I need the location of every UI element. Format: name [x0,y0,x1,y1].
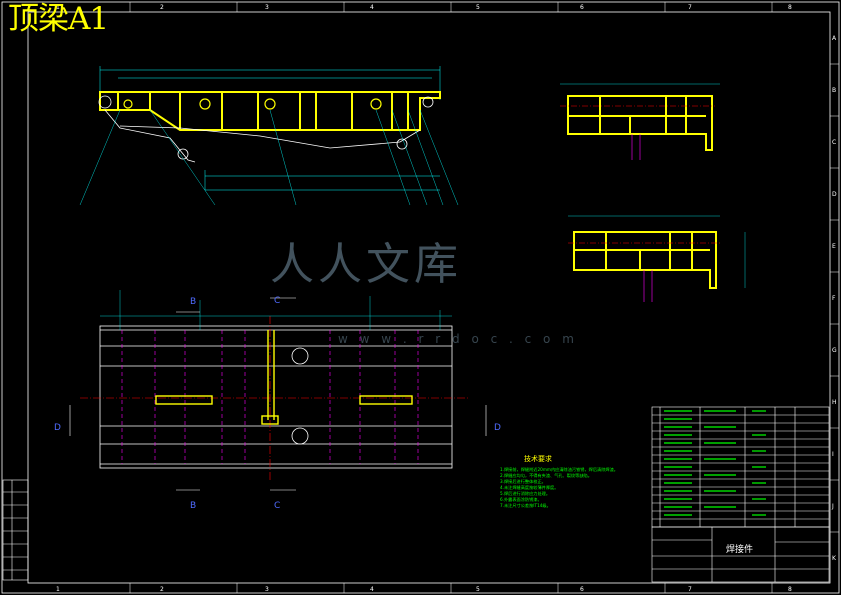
zone-col-8: 8 [788,4,792,11]
watermark-url: w w w . r r d o c . c o m [338,332,578,346]
plan-view [69,290,487,491]
title-block [651,526,830,583]
left-stamp-block [2,479,29,581]
zone-col-6b: 6 [580,586,584,593]
tech-note-line: 1.焊接前，焊缝附近20mm内应清除油污铁锈，焊后清除焊渣。 [500,467,618,472]
tech-note-line: 3.焊接后进行整体校正。 [500,479,546,484]
tech-note-line: 7.未注尺寸公差按IT14级。 [500,503,551,508]
section-labels: B C B C D D [54,296,501,511]
section-top-right [560,83,720,160]
zone-row-label: D [832,191,837,198]
zone-col-1b: 1 [56,586,60,593]
parts-list-text [664,410,766,516]
zone-col-4b: 4 [370,586,374,593]
zone-row-label: F [832,295,836,302]
elevation-view [79,66,459,206]
zone-row-label: H [832,399,837,406]
tech-note-line: 6.外露表面涂防锈漆。 [500,497,542,502]
tech-note-line: 2.焊缝应均匀，不得有夹渣、气孔、裂纹等缺陷。 [500,473,592,478]
zone-row-label: C [832,139,836,146]
section-label-d-right: D [494,423,501,433]
section-label-b-top: B [190,297,196,307]
watermark-text: 人人文库 [270,239,462,290]
zone-col-2b: 2 [160,586,164,593]
title-block-part-name: 焊接件 [726,545,754,555]
zone-row-label: B [832,87,836,94]
tech-note-line: 4.未注焊缝高度按较薄件厚度。 [500,485,559,490]
technical-requirements-title: 技术要求 [524,455,552,463]
zone-col-2: 2 [160,4,164,11]
tech-note-line: 5.焊后进行消除应力处理。 [500,491,551,496]
drawing-title: 顶梁A1 [8,1,109,37]
section-label-c-bottom: C [274,501,280,511]
inner-frame [27,11,831,584]
zone-grid [129,2,839,593]
section-label-c-top: C [274,296,280,306]
zone-col-7b: 7 [688,586,692,593]
section-middle-right [568,215,746,302]
zone-labels: 1 2 3 4 5 6 7 8 1 2 3 4 5 6 7 8 [56,4,792,593]
zone-col-5: 5 [476,4,480,11]
zone-col-3: 3 [265,4,269,11]
zone-col-8b: 8 [788,586,792,593]
zone-col-6: 6 [580,4,584,11]
zone-col-4: 4 [370,4,374,11]
zone-row-label: J [831,503,834,510]
zone-col-1: 1 [56,4,60,11]
zone-col-5b: 5 [476,586,480,593]
zone-row-label: G [832,347,837,354]
zone-row-label: I [832,451,834,458]
zone-col-7: 7 [688,4,692,11]
zone-row-label: A [832,35,837,42]
technical-requirements: 技术要求 1.焊接前，焊缝附近20mm内应清除油污铁锈，焊后清除焊渣。 2.焊缝… [500,454,650,509]
section-label-d-left: D [54,423,61,433]
section-label-b-bottom: B [190,501,196,511]
zone-row-label: K [832,555,837,562]
zone-row-label: E [832,243,836,250]
zone-col-3b: 3 [265,586,269,593]
